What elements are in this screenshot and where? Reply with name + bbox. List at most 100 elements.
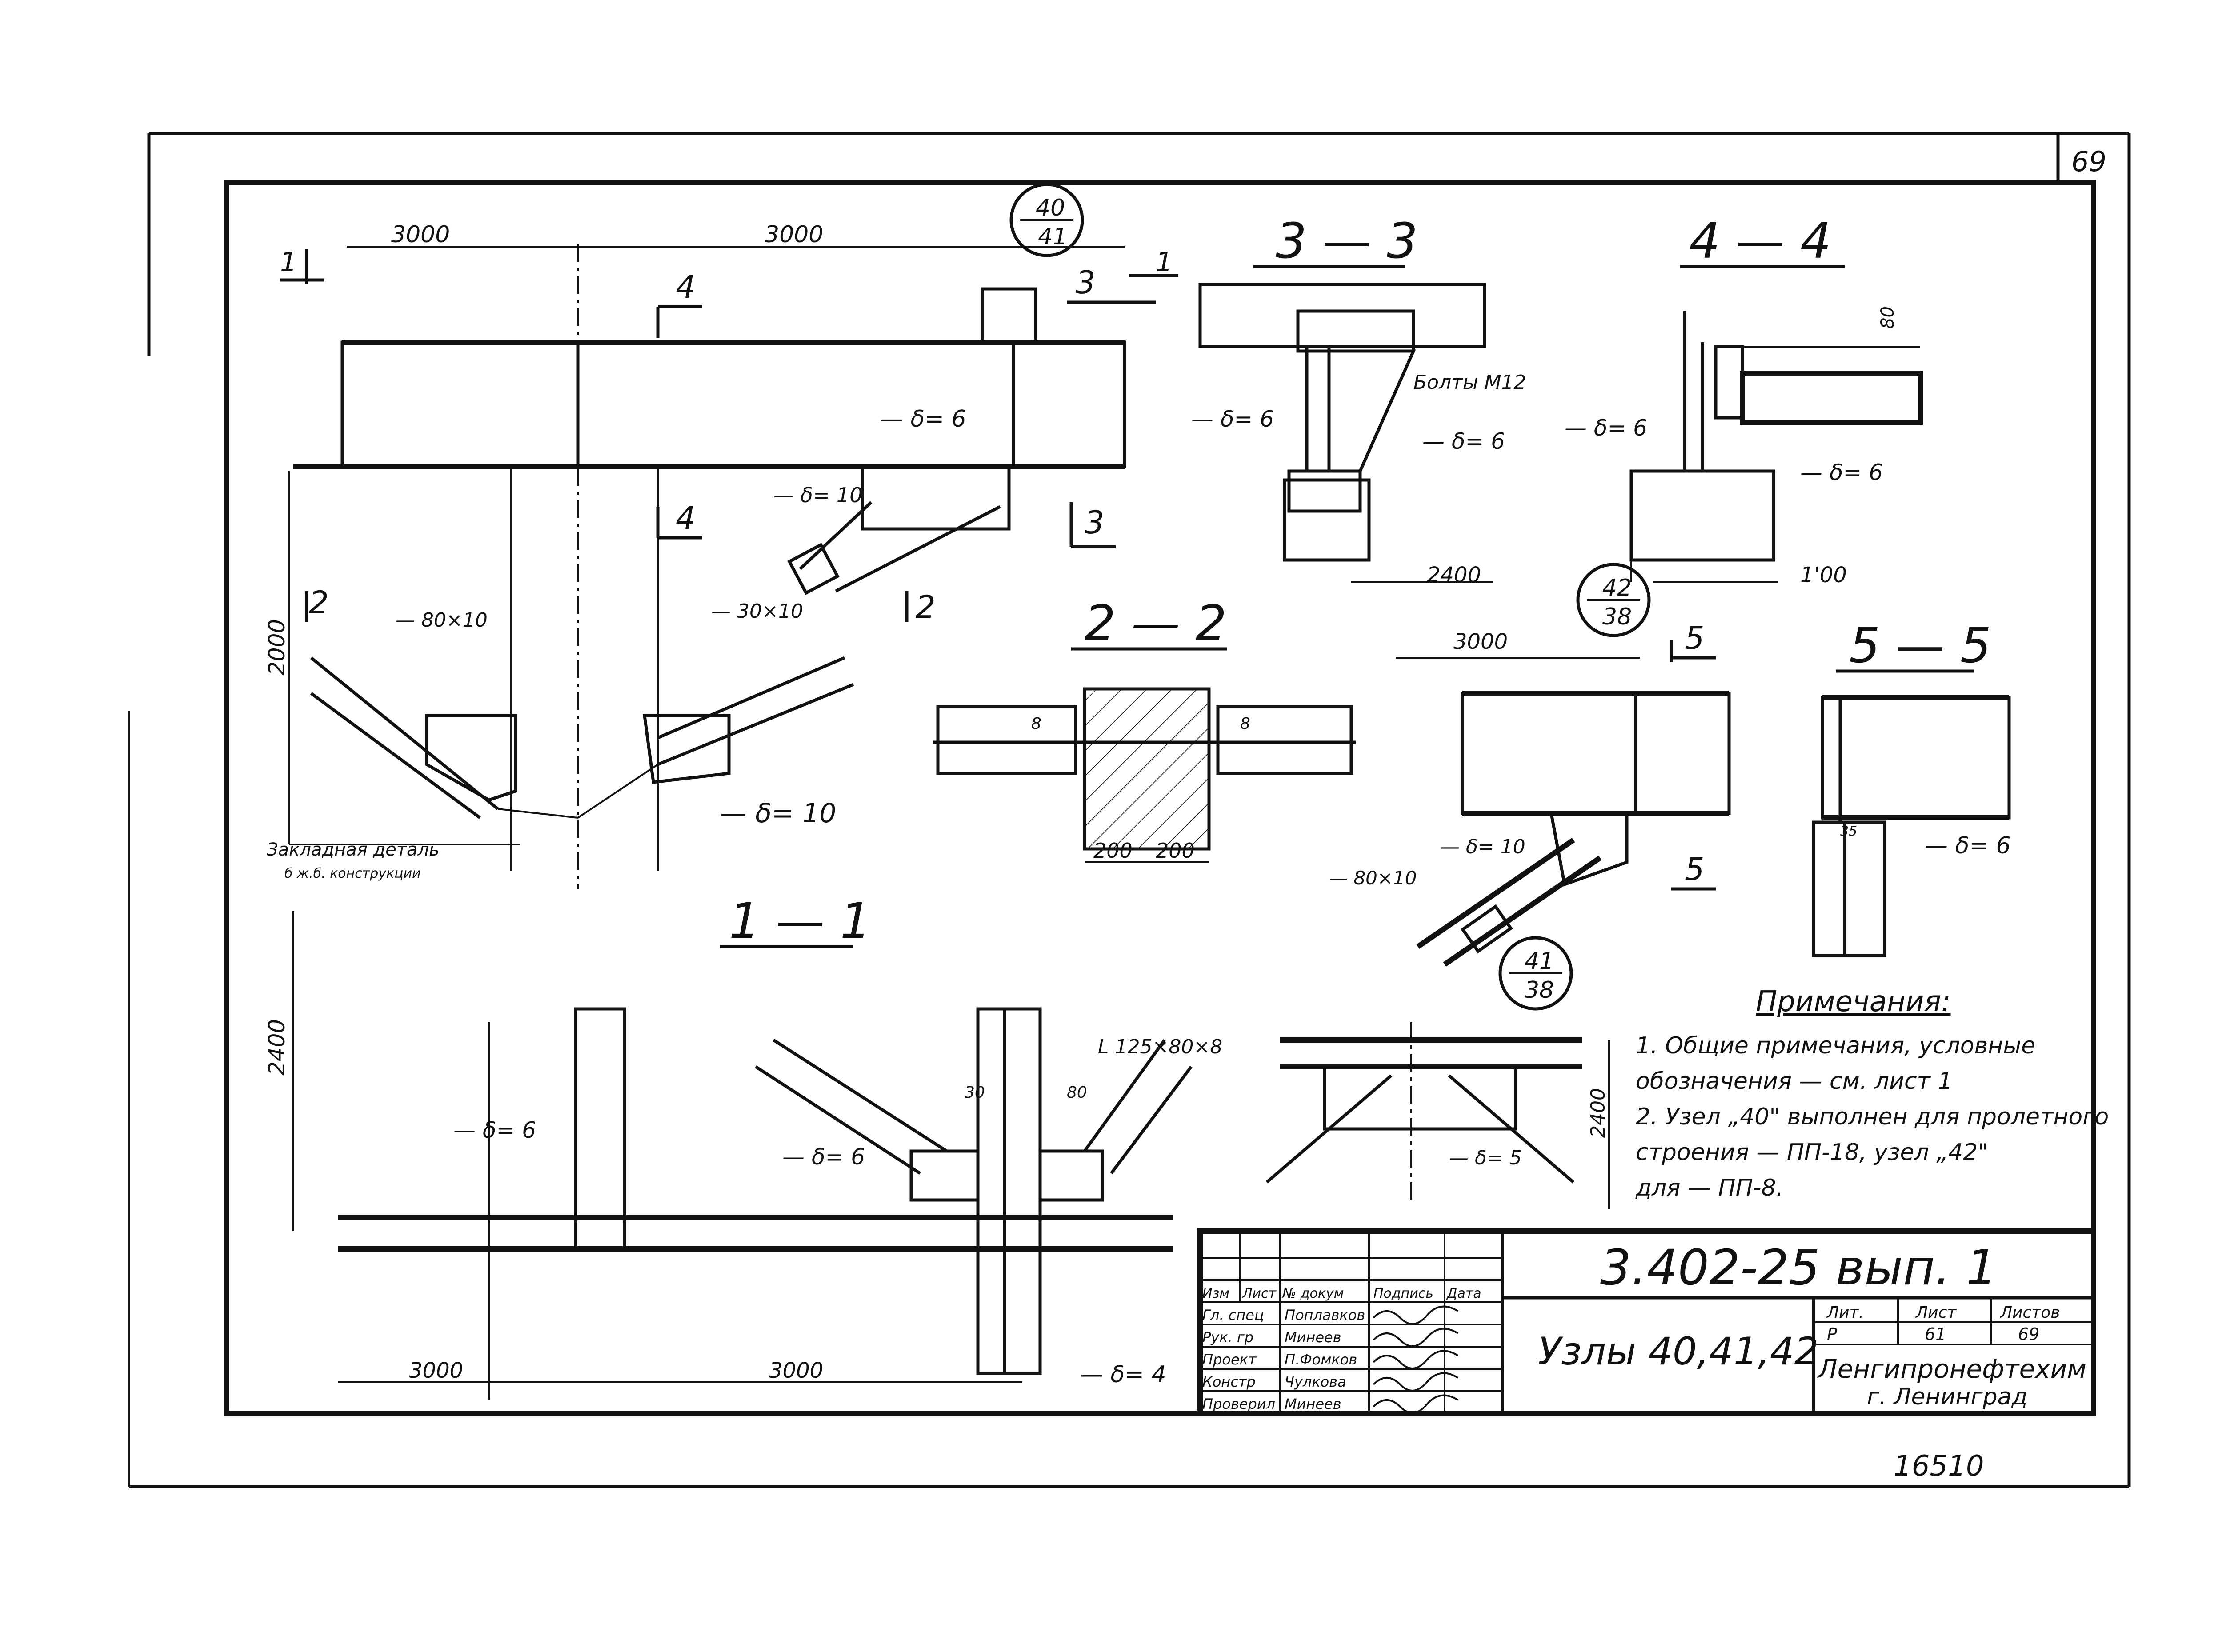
tb-org: Ленгипронефтехим bbox=[1817, 1354, 2086, 1384]
section-4-4-title: 4 — 4 bbox=[1689, 212, 1831, 269]
sheet-frame bbox=[128, 132, 2131, 1488]
dim-80-s44: 80 bbox=[1878, 306, 1898, 329]
dim-3000-n42: 3000 bbox=[1453, 629, 1508, 654]
node-ref-41-38-bottom: 38 bbox=[1525, 977, 1554, 1004]
label-plate-6-s44b: — δ= 6 bbox=[1800, 460, 1883, 485]
dim-3000-s11b: 3000 bbox=[769, 1358, 823, 1383]
label-strip-80: — 80×10 bbox=[396, 609, 488, 632]
tb-sheets-val: 69 bbox=[2018, 1324, 2039, 1344]
label-plate-4: — δ= 4 bbox=[1080, 1361, 1166, 1388]
tb-name-1: Поплавков bbox=[1285, 1307, 1365, 1324]
cut-4-mid: 4 bbox=[676, 500, 696, 536]
label-plate-10-n42: — δ= 10 bbox=[1440, 836, 1525, 858]
dim-3000-top-b: 3000 bbox=[765, 221, 823, 248]
dim-80-s11: 80 bbox=[1067, 1084, 1087, 1102]
notes-block: Примечания: 1. Общие примечания, условны… bbox=[1635, 985, 2109, 1201]
tb-name-4: Чулкова bbox=[1285, 1373, 1346, 1390]
label-plate-5: — δ= 5 bbox=[1449, 1147, 1522, 1169]
note-line-4: строения — ПП-18, узел „42" bbox=[1636, 1139, 1988, 1166]
label-embed-1: Закладная деталь bbox=[267, 840, 440, 860]
tb-name-5: Минеев bbox=[1285, 1396, 1341, 1412]
label-plate-10-upper: — δ= 10 bbox=[773, 483, 862, 507]
cut-2-left: 2 bbox=[309, 584, 329, 621]
tb-city: г. Ленинград bbox=[1867, 1384, 2027, 1410]
dim-30: 30 bbox=[965, 1084, 985, 1102]
note-line-5: для — ПП-8. bbox=[1635, 1175, 1783, 1201]
label-angle: L 125×80×8 bbox=[1098, 1036, 1222, 1058]
tb-title: Узлы 40,41,42 bbox=[1538, 1329, 1818, 1374]
dim-2400-n41: 2400 bbox=[1587, 1088, 1609, 1138]
tb-code: 3.402-25 вып. 1 bbox=[1600, 1239, 1997, 1296]
dim-3000-top-a: 3000 bbox=[391, 221, 450, 248]
tb-sheet-val: 61 bbox=[1925, 1324, 1946, 1344]
dim-8-s22a: 8 bbox=[1031, 715, 1041, 733]
tb-col-izm: Изм bbox=[1202, 1286, 1229, 1301]
section-1-1-title: 1 — 1 bbox=[729, 892, 871, 949]
cut-4-top: 4 bbox=[676, 269, 696, 305]
section-3-3-title: 3 — 3 bbox=[1276, 212, 1418, 269]
dim-3000-s11a: 3000 bbox=[409, 1358, 463, 1383]
node-ref-42-38-top: 42 bbox=[1602, 575, 1632, 601]
section-2-2-title: 2 — 2 bbox=[1085, 595, 1227, 652]
cut-3-mid: 3 bbox=[1085, 504, 1105, 541]
cut-1-left: 1 bbox=[280, 247, 297, 278]
note-line-3: 2. Узел „40" выполнен для пролетного bbox=[1636, 1104, 2109, 1130]
cut-marks bbox=[280, 249, 1716, 891]
dim-partial-s44: 1'00 bbox=[1800, 563, 1847, 588]
label-plate-6-s55: — δ= 6 bbox=[1925, 832, 2011, 859]
tb-name-3: П.Фомков bbox=[1285, 1351, 1357, 1368]
node-ref-41-38 bbox=[1498, 936, 1573, 1011]
label-plate-10-lower: — δ= 10 bbox=[720, 798, 836, 829]
dim-8-s22b: 8 bbox=[1240, 715, 1250, 733]
section-5-5-view bbox=[1812, 695, 2011, 957]
section-3-3-view bbox=[1198, 283, 1493, 583]
node-ref-42-38-bottom: 38 bbox=[1602, 604, 1632, 630]
signatures bbox=[1373, 1305, 1459, 1414]
section-4-4-view bbox=[1629, 311, 1923, 583]
tb-stage-hdr: Лит. bbox=[1826, 1304, 1864, 1322]
node-41-view bbox=[1265, 1022, 1610, 1209]
node-ref-40-41-top: 40 bbox=[1036, 195, 1065, 221]
tb-stage-val: Р bbox=[1827, 1324, 1837, 1344]
node-42-view bbox=[1396, 657, 1731, 967]
tb-col-list: Лист bbox=[1242, 1286, 1277, 1301]
label-plate-6-s11a: — δ= 6 bbox=[453, 1117, 536, 1143]
title-block bbox=[1197, 1228, 2096, 1416]
sheet-number: 69 bbox=[2071, 145, 2106, 178]
cut-3-top: 3 bbox=[1076, 264, 1096, 301]
plan-view-node-40: 3000 3000 bbox=[288, 221, 1126, 889]
section-1-1-view bbox=[292, 911, 1193, 1400]
tb-role-2: Рук. гр bbox=[1202, 1329, 1253, 1346]
label-plate-6-plan: — δ= 6 bbox=[880, 406, 966, 432]
cut-5-bottom: 5 bbox=[1685, 851, 1705, 888]
tb-role-1: Гл. спец bbox=[1202, 1307, 1264, 1324]
tb-name-2: Минеев bbox=[1285, 1329, 1341, 1346]
tb-role-5: Проверил bbox=[1202, 1396, 1275, 1412]
section-5-5-title: 5 — 5 bbox=[1849, 617, 1991, 674]
cut-2-right: 2 bbox=[916, 589, 936, 625]
dim-2400-s11: 2400 bbox=[264, 1019, 290, 1076]
tb-sheets-hdr: Листов bbox=[1999, 1304, 2060, 1322]
cut-1-right: 1 bbox=[1156, 247, 1173, 278]
dim-200-b: 200 bbox=[1156, 839, 1195, 863]
inventory-number: 16510 bbox=[1894, 1450, 1984, 1483]
tb-role-3: Проект bbox=[1202, 1351, 1257, 1368]
label-embed-2: б ж.б. конструкции bbox=[284, 866, 421, 881]
label-plate-6-s33: — δ= 6 bbox=[1191, 406, 1274, 432]
dim-2000: 2000 bbox=[264, 619, 290, 676]
section-2-2-view bbox=[933, 687, 1356, 863]
note-line-1: 1. Общие примечания, условные bbox=[1636, 1032, 2035, 1059]
label-plate-6-s33b: — δ= 6 bbox=[1422, 428, 1505, 454]
dim-35: 35 bbox=[1840, 824, 1857, 839]
node-ref-42-38 bbox=[1576, 563, 1651, 637]
tb-col-sign: Подпись bbox=[1373, 1286, 1433, 1301]
dim-200-a: 200 bbox=[1093, 839, 1133, 863]
dim-2400-s33: 2400 bbox=[1427, 563, 1481, 588]
cut-5-top: 5 bbox=[1685, 620, 1705, 656]
notes-title: Примечания: bbox=[1756, 985, 1951, 1018]
tb-col-date: Дата bbox=[1446, 1286, 1481, 1301]
label-strip-80-n42: — 80×10 bbox=[1329, 867, 1417, 889]
label-plate-6-s44: — δ= 6 bbox=[1565, 415, 1647, 441]
label-bolts: Болты М12 bbox=[1413, 371, 1526, 394]
